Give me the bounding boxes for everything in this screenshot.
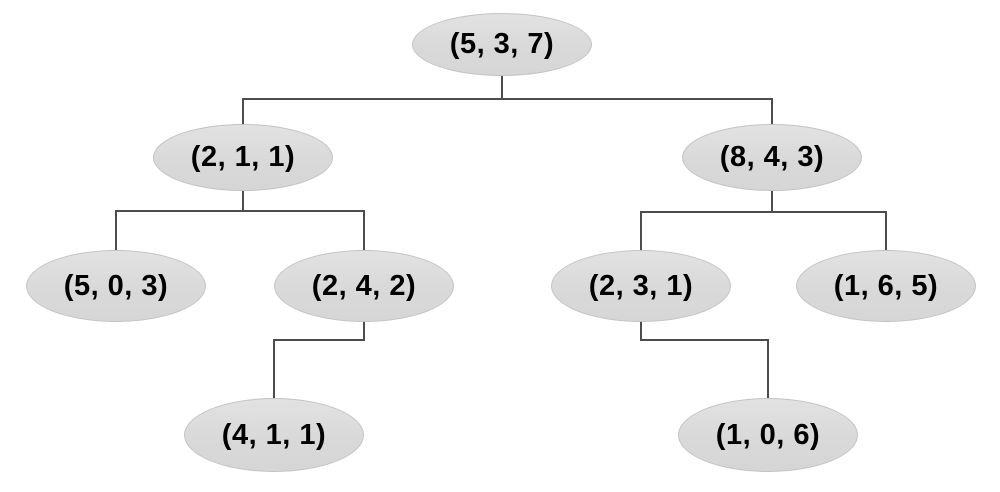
edge-843-to-231 [640, 190, 773, 252]
edge-242-to-411 [273, 321, 365, 400]
edge-root-to-843 [501, 74, 773, 127]
tree-node-411: (4, 1, 1) [184, 398, 364, 472]
edge-843-to-165 [771, 190, 887, 252]
tree-node-242: (2, 4, 2) [274, 250, 454, 322]
tree-node-843: (8, 4, 3) [682, 124, 862, 191]
node-label: (8, 4, 3) [719, 141, 825, 173]
node-label: (1, 0, 6) [715, 418, 821, 451]
tree-node-165: (1, 6, 5) [796, 250, 976, 322]
node-label: (5, 3, 7) [449, 28, 555, 60]
node-label: (5, 0, 3) [63, 269, 169, 302]
node-label: (2, 1, 1) [190, 141, 296, 173]
tree-node-231: (2, 3, 1) [551, 250, 731, 322]
node-label: (2, 3, 1) [588, 269, 694, 302]
tree-node-537: (5, 3, 7) [412, 13, 592, 76]
node-label: (1, 6, 5) [833, 269, 939, 302]
edge-211-to-242 [242, 190, 365, 252]
tree-node-211: (2, 1, 1) [153, 124, 333, 191]
tree-node-503: (5, 0, 3) [26, 250, 206, 322]
edge-211-to-503 [115, 190, 244, 252]
node-label: (4, 1, 1) [221, 418, 327, 451]
node-label: (2, 4, 2) [311, 269, 417, 302]
tree-node-106: (1, 0, 6) [678, 398, 858, 472]
edge-231-to-106 [640, 321, 769, 400]
edge-root-to-211 [242, 74, 503, 127]
